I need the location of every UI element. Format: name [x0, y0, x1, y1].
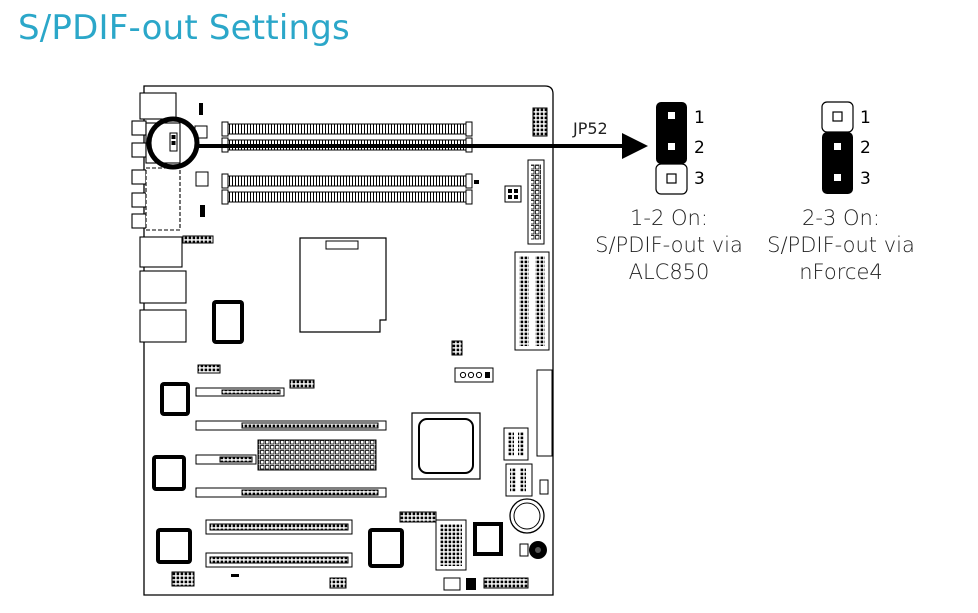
pointer-arrow [197, 133, 648, 159]
caption-line: 1-2 On: [630, 206, 708, 230]
jumper-setting-1-2: 1 2 3 [655, 102, 705, 195]
misc-headers [171, 340, 549, 591]
jumper-label: JP52 [572, 119, 608, 138]
jumper-block [821, 101, 854, 194]
pin-number: 3 [860, 169, 871, 189]
ide-headers [514, 251, 553, 457]
power-connectors [474, 107, 548, 245]
pin-number: 1 [860, 108, 871, 128]
page-title: S/PDIF-out Settings [18, 8, 350, 48]
caption-line: ALC850 [628, 260, 710, 284]
pin-number: 2 [694, 138, 705, 158]
jp52-highlight-circle [146, 116, 200, 170]
cpu-socket [299, 237, 387, 333]
battery [509, 498, 547, 559]
caption-line: S/PDIF-out via [767, 233, 915, 257]
caption-line: 2-3 On: [802, 206, 880, 230]
pin-number: 2 [860, 138, 871, 158]
jumper-caption-1-2: 1-2 On: S/PDIF-out via ALC850 [586, 205, 752, 286]
chips [152, 300, 503, 568]
jumper-caption-2-3: 2-3 On: S/PDIF-out via nForce4 [758, 205, 924, 286]
jumper-setting-2-3: 1 2 3 [821, 101, 871, 194]
pin-number: 3 [694, 169, 705, 189]
caption-line: S/PDIF-out via [595, 233, 743, 257]
expansion-slots [195, 387, 387, 568]
jumper-block [655, 102, 688, 195]
pin-number: 1 [694, 108, 705, 128]
caption-line: nForce4 [799, 260, 883, 284]
board-outline [143, 85, 554, 596]
